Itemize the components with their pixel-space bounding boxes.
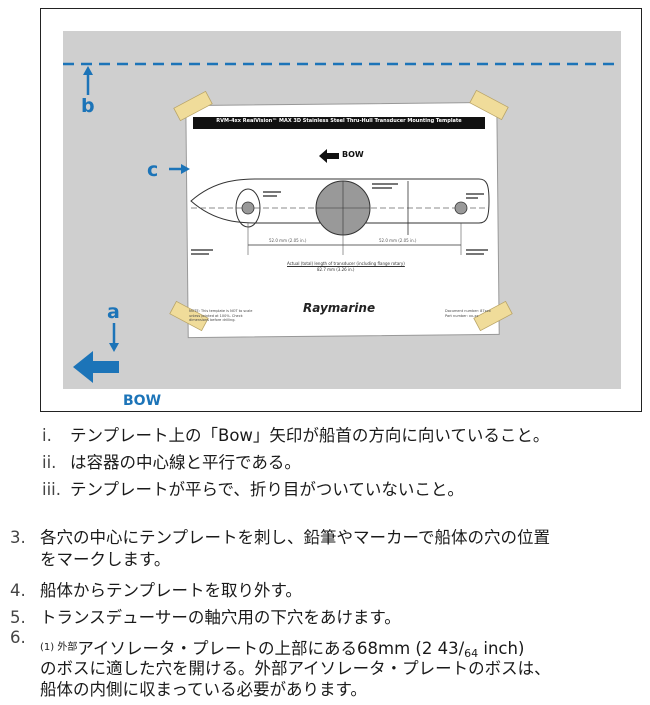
transducer-outline	[190, 178, 490, 224]
step-text-line1b: inch)	[478, 639, 525, 658]
template-note-left: NOTE: This template is NOT to scale unle…	[189, 309, 253, 322]
step-number: 6.	[10, 628, 26, 647]
label-b: b	[81, 95, 95, 117]
substep-text: テンプレートが平らで、折り目がついていないこと。	[70, 480, 464, 499]
footnote-marker: (1) 外部	[40, 642, 78, 653]
step-text-line1: 各穴の中心にテンプレートを刺し、鉛筆やマーカーで船体の穴の位置	[40, 528, 551, 547]
mounting-template-sheet	[169, 89, 513, 339]
tape-bottom-right	[473, 300, 513, 332]
dim-right-text: 52.0 mm (2.05 in.)	[379, 238, 417, 243]
template-title-bar	[193, 117, 485, 129]
template-bow-label: BOW	[342, 150, 364, 159]
substep-text: テンプレート上の「Bow」矢印が船首の方向に向いていること。	[70, 426, 550, 445]
tape-bottom-left	[169, 300, 209, 332]
step-text-line1: トランスデューサーの軸穴用の下穴をあけます。	[40, 608, 401, 627]
template-caption-dim: 82.7 mm (3.26 in.)	[317, 267, 355, 272]
step-text-line1a: アイソレータ・プレートの上部にある68mm (2 43/	[77, 639, 465, 658]
right-bolt-hole	[454, 201, 468, 215]
left-bolt-hole	[241, 201, 255, 215]
substep-number: iii.	[42, 480, 61, 499]
fraction-denominator: 64	[464, 647, 479, 660]
big-bow-arrow	[73, 351, 119, 383]
step-text-line3: 船体の内側に収まっている必要があります。	[40, 680, 367, 699]
template-note-right: Document number: 87xxx Part number: xx-x…	[445, 309, 491, 318]
dim-left-text: 52.0 mm (2.05 in.)	[269, 238, 307, 243]
tape-top-left	[173, 90, 213, 122]
substep-text: は容器の中心線と平行である。	[70, 453, 301, 472]
step-number: 4.	[10, 581, 26, 600]
template-brand-logo: Raymarine	[303, 301, 376, 315]
step-number: 5.	[10, 608, 26, 627]
label-a: a	[107, 301, 120, 323]
installation-figure: b c a BOW RVM-4xx RealVision™ MAX 3D Sta…	[40, 8, 642, 412]
step-text-line1: 船体からテンプレートを取り外す。	[40, 581, 302, 600]
step-number: 3.	[10, 528, 26, 547]
template-bow-arrow	[319, 149, 339, 163]
substep-number: ii.	[42, 453, 57, 472]
label-c: c	[147, 159, 159, 181]
tape-top-right	[469, 89, 509, 121]
template-caption: Actual (total) length of transducer (inc…	[287, 261, 405, 266]
arrow-b-head	[83, 66, 93, 75]
figure-drawing	[63, 31, 621, 389]
bow-arrow-label: BOW	[123, 393, 162, 409]
substep-number: i.	[42, 426, 52, 445]
arrow-c-head	[181, 164, 190, 174]
arrow-a-head	[109, 343, 119, 352]
template-title: RVM-4xx RealVision™ MAX 3D Stainless Ste…	[216, 118, 462, 124]
step-text-line2: のボスに適した穴を開ける。外部アイソレータ・プレートのボスは、	[40, 659, 551, 678]
step-text-line2: をマークします。	[40, 550, 171, 569]
